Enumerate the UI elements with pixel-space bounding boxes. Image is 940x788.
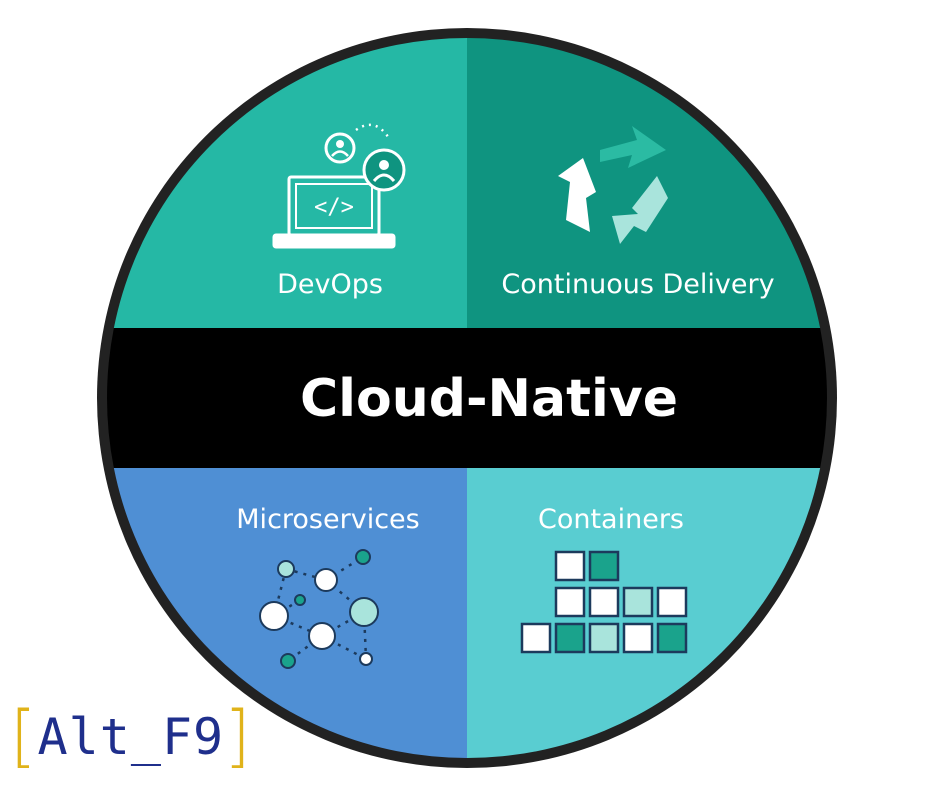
continuous-delivery-label: Continuous Delivery bbox=[501, 269, 774, 300]
svg-text:</>: </> bbox=[314, 195, 354, 220]
microservices-label: Microservices bbox=[236, 504, 419, 535]
containers-label: Containers bbox=[538, 504, 684, 535]
center-label: Cloud-Native bbox=[300, 369, 678, 429]
logo-text: Alt_F9 bbox=[37, 708, 225, 766]
alt-f9-logo: [ Alt_F9 ] bbox=[10, 700, 252, 774]
center-band bbox=[107, 328, 827, 468]
logo-bracket-close: ] bbox=[224, 697, 252, 776]
container-blocks-icon bbox=[520, 550, 688, 654]
laptop-code-people-icon: </> bbox=[272, 123, 406, 249]
logo-bracket-open: [ bbox=[10, 697, 38, 776]
network-nodes-icon bbox=[259, 549, 379, 669]
devops-label: DevOps bbox=[277, 269, 383, 300]
cycle-arrows-icon bbox=[558, 126, 668, 244]
